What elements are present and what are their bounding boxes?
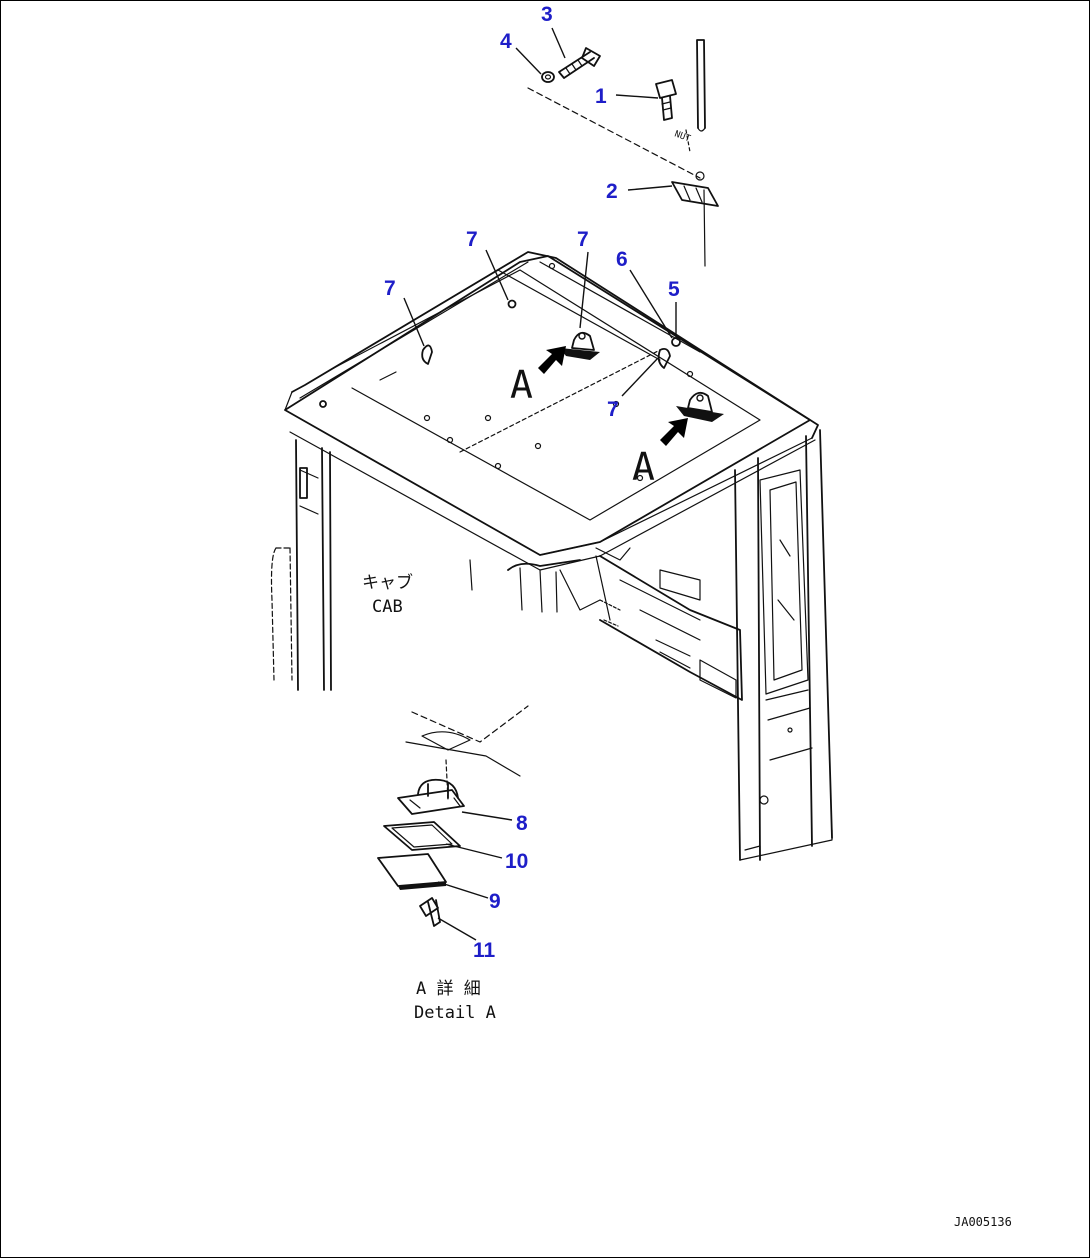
view-marker-a-2: A	[632, 445, 655, 489]
cab-body	[270, 429, 833, 861]
detail-label-en: Detail A	[414, 1003, 496, 1023]
arrow-a-2	[660, 418, 688, 446]
callout-6: 6	[616, 248, 628, 271]
callout-1: 1	[595, 85, 607, 108]
callout-5: 5	[668, 278, 680, 301]
view-marker-a-1: A	[510, 363, 533, 407]
cab-roof	[284, 251, 819, 571]
leader-lines	[403, 27, 677, 941]
callout-11: 11	[473, 939, 496, 962]
cab-label-en: CAB	[372, 597, 403, 617]
bracket-part-2	[671, 171, 719, 267]
bolt-part-3	[558, 47, 601, 79]
callout-7-c: 7	[384, 277, 396, 300]
callout-10: 10	[505, 850, 528, 873]
stay-rod: NUT	[673, 39, 706, 153]
detail-label-jp: A 詳 細	[416, 979, 481, 999]
cab-label-jp: キャブ	[362, 572, 413, 593]
svg-text:NUT: NUT	[673, 129, 692, 144]
callout-8: 8	[516, 812, 528, 835]
washer-part-4	[541, 71, 555, 83]
callout-7-b: 7	[577, 228, 589, 251]
callout-7-a: 7	[466, 228, 478, 251]
assembly-line	[527, 87, 701, 179]
callout-3: 3	[541, 3, 553, 26]
detail-a-drawing	[377, 705, 529, 927]
bolt-part-1	[655, 79, 677, 121]
callout-9: 9	[489, 890, 501, 913]
arrow-a-1	[538, 346, 566, 374]
mount-marker-2	[676, 391, 724, 422]
drawing-number: JA005136	[954, 1215, 1012, 1229]
callout-7-d: 7	[607, 398, 619, 421]
callout-2: 2	[606, 180, 618, 203]
mount-marker-1	[560, 331, 600, 360]
callout-4: 4	[500, 30, 512, 53]
